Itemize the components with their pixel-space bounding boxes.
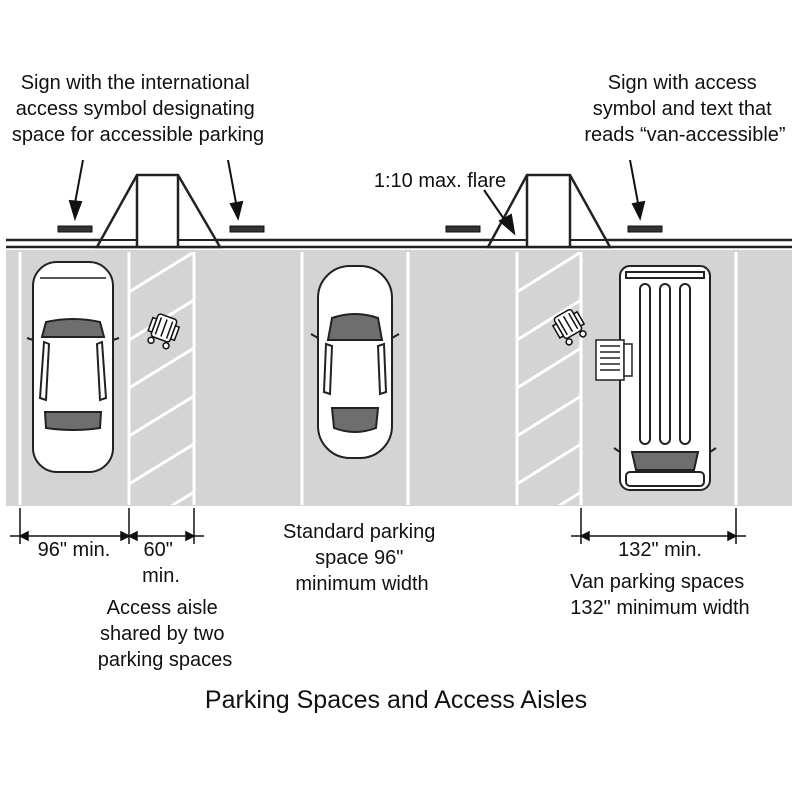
curb-ramp-right (485, 173, 613, 249)
sign-right-line-1: Sign with access (608, 72, 757, 94)
standard-caption-line-3: minimum width (295, 573, 428, 595)
wheelchair-icon (147, 313, 181, 350)
aisle-caption-line-2: shared by two (100, 623, 225, 645)
standard-caption-line-2: space 96" (315, 547, 403, 569)
flare-label: 1:10 max. flare (374, 170, 506, 192)
aisle-caption: Access aisle shared by two parking space… (98, 597, 233, 671)
access-aisle-right (517, 252, 581, 505)
wheelchair-icon (551, 308, 587, 346)
van-wheelchair-lift (595, 339, 633, 381)
dim-132-label: 132" min. (618, 539, 702, 561)
car-middle (310, 265, 400, 459)
accessible-parking-sign (57, 225, 663, 233)
dim-60-label: 60" min. (142, 539, 180, 587)
access-aisle-left (129, 252, 194, 505)
diagram-title: Parking Spaces and Access Aisles (205, 686, 587, 714)
curb-ramp-left (94, 173, 223, 249)
aisle-caption-line-3: parking spaces (98, 649, 233, 671)
leader-arrows (68, 159, 646, 236)
dim-96-label: 96" min. (38, 539, 111, 561)
sign-right-line-3: reads “van-accessible” (584, 124, 785, 146)
dim-60-line-1: 60" (144, 539, 173, 561)
van-caption: Van parking spaces 132" minimum width (570, 571, 750, 619)
van (613, 265, 717, 491)
standard-caption: Standard parking space 96" minimum width (283, 521, 441, 595)
sign-left-line-2: access symbol designating (16, 98, 255, 120)
car-left (26, 261, 120, 473)
sign-left-line-3: space for accessible parking (12, 124, 264, 146)
dimension-132 (571, 508, 746, 544)
sign-left-label: Sign with the international access symbo… (12, 72, 264, 146)
sign-left-line-1: Sign with the international (21, 72, 250, 94)
van-caption-line-1: Van parking spaces (570, 571, 744, 593)
sign-right-label: Sign with access symbol and text that re… (584, 72, 785, 146)
dim-60-line-2: min. (142, 565, 180, 587)
aisle-caption-line-1: Access aisle (107, 597, 218, 619)
dimension-96 (10, 508, 204, 544)
parking-lines (18, 252, 738, 505)
standard-caption-line-1: Standard parking (283, 521, 435, 543)
van-caption-line-2: 132" minimum width (570, 597, 749, 619)
sign-right-line-2: symbol and text that (593, 98, 772, 120)
